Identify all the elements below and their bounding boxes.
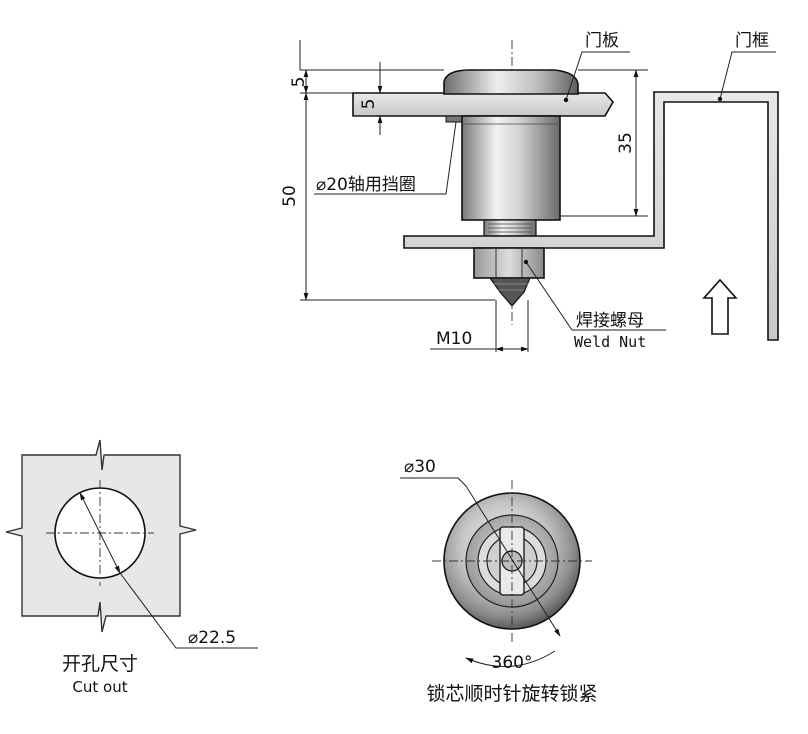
- leader-front-diameter: [400, 477, 467, 487]
- door-panel-plate: [352, 92, 614, 117]
- cutout-caption-cn: 开孔尺寸: [62, 653, 138, 675]
- leader-door-panel: [565, 51, 630, 101]
- rotation-arrow-icon: [465, 650, 556, 667]
- front-diameter-line: [465, 485, 561, 637]
- dim-thread-text: M10: [436, 329, 472, 349]
- label-door-panel: 门板: [585, 31, 619, 51]
- lock-body: [461, 115, 561, 221]
- rotation-text: 360°: [492, 653, 533, 673]
- front-diameter-text: ⌀30: [404, 457, 436, 477]
- leader-circlip: [314, 121, 457, 195]
- dim-right-text: 35: [616, 132, 636, 154]
- up-arrow-icon: [702, 278, 738, 335]
- dim-plate-text: 5: [359, 99, 379, 110]
- cutout-caption-en: Cut out: [72, 678, 127, 696]
- label-weld-nut-en: Weld Nut: [574, 333, 646, 351]
- cutout-diameter-text: ⌀22.5: [188, 628, 236, 648]
- label-circlip: ⌀20轴用挡圈: [316, 175, 416, 195]
- cutout-diameter-line: [79, 492, 121, 574]
- front-caption-cn: 锁芯顺时针旋转锁紧: [426, 683, 597, 705]
- lock-head: [443, 69, 579, 95]
- door-frame-bracket: [403, 91, 779, 341]
- leader-weld-nut: [525, 261, 666, 331]
- leader-cutout: [119, 572, 258, 649]
- weld-nut: [473, 247, 545, 279]
- side-view: 5 5 50 35 门板 门框 ⌀20轴用挡圈 焊接螺母 Weld Nut M1…: [280, 31, 779, 352]
- front-view: ⌀30 360° 锁芯顺时针旋转锁紧: [400, 457, 598, 705]
- leader-door-frame: [719, 51, 776, 100]
- dim-top-text: 5: [289, 77, 309, 88]
- label-door-frame: 门框: [735, 31, 769, 51]
- cutout-view: ⌀22.5 开孔尺寸 Cut out: [5, 439, 258, 696]
- dim-total-text: 50: [280, 185, 300, 207]
- label-weld-nut-cn: 焊接螺母: [576, 311, 644, 331]
